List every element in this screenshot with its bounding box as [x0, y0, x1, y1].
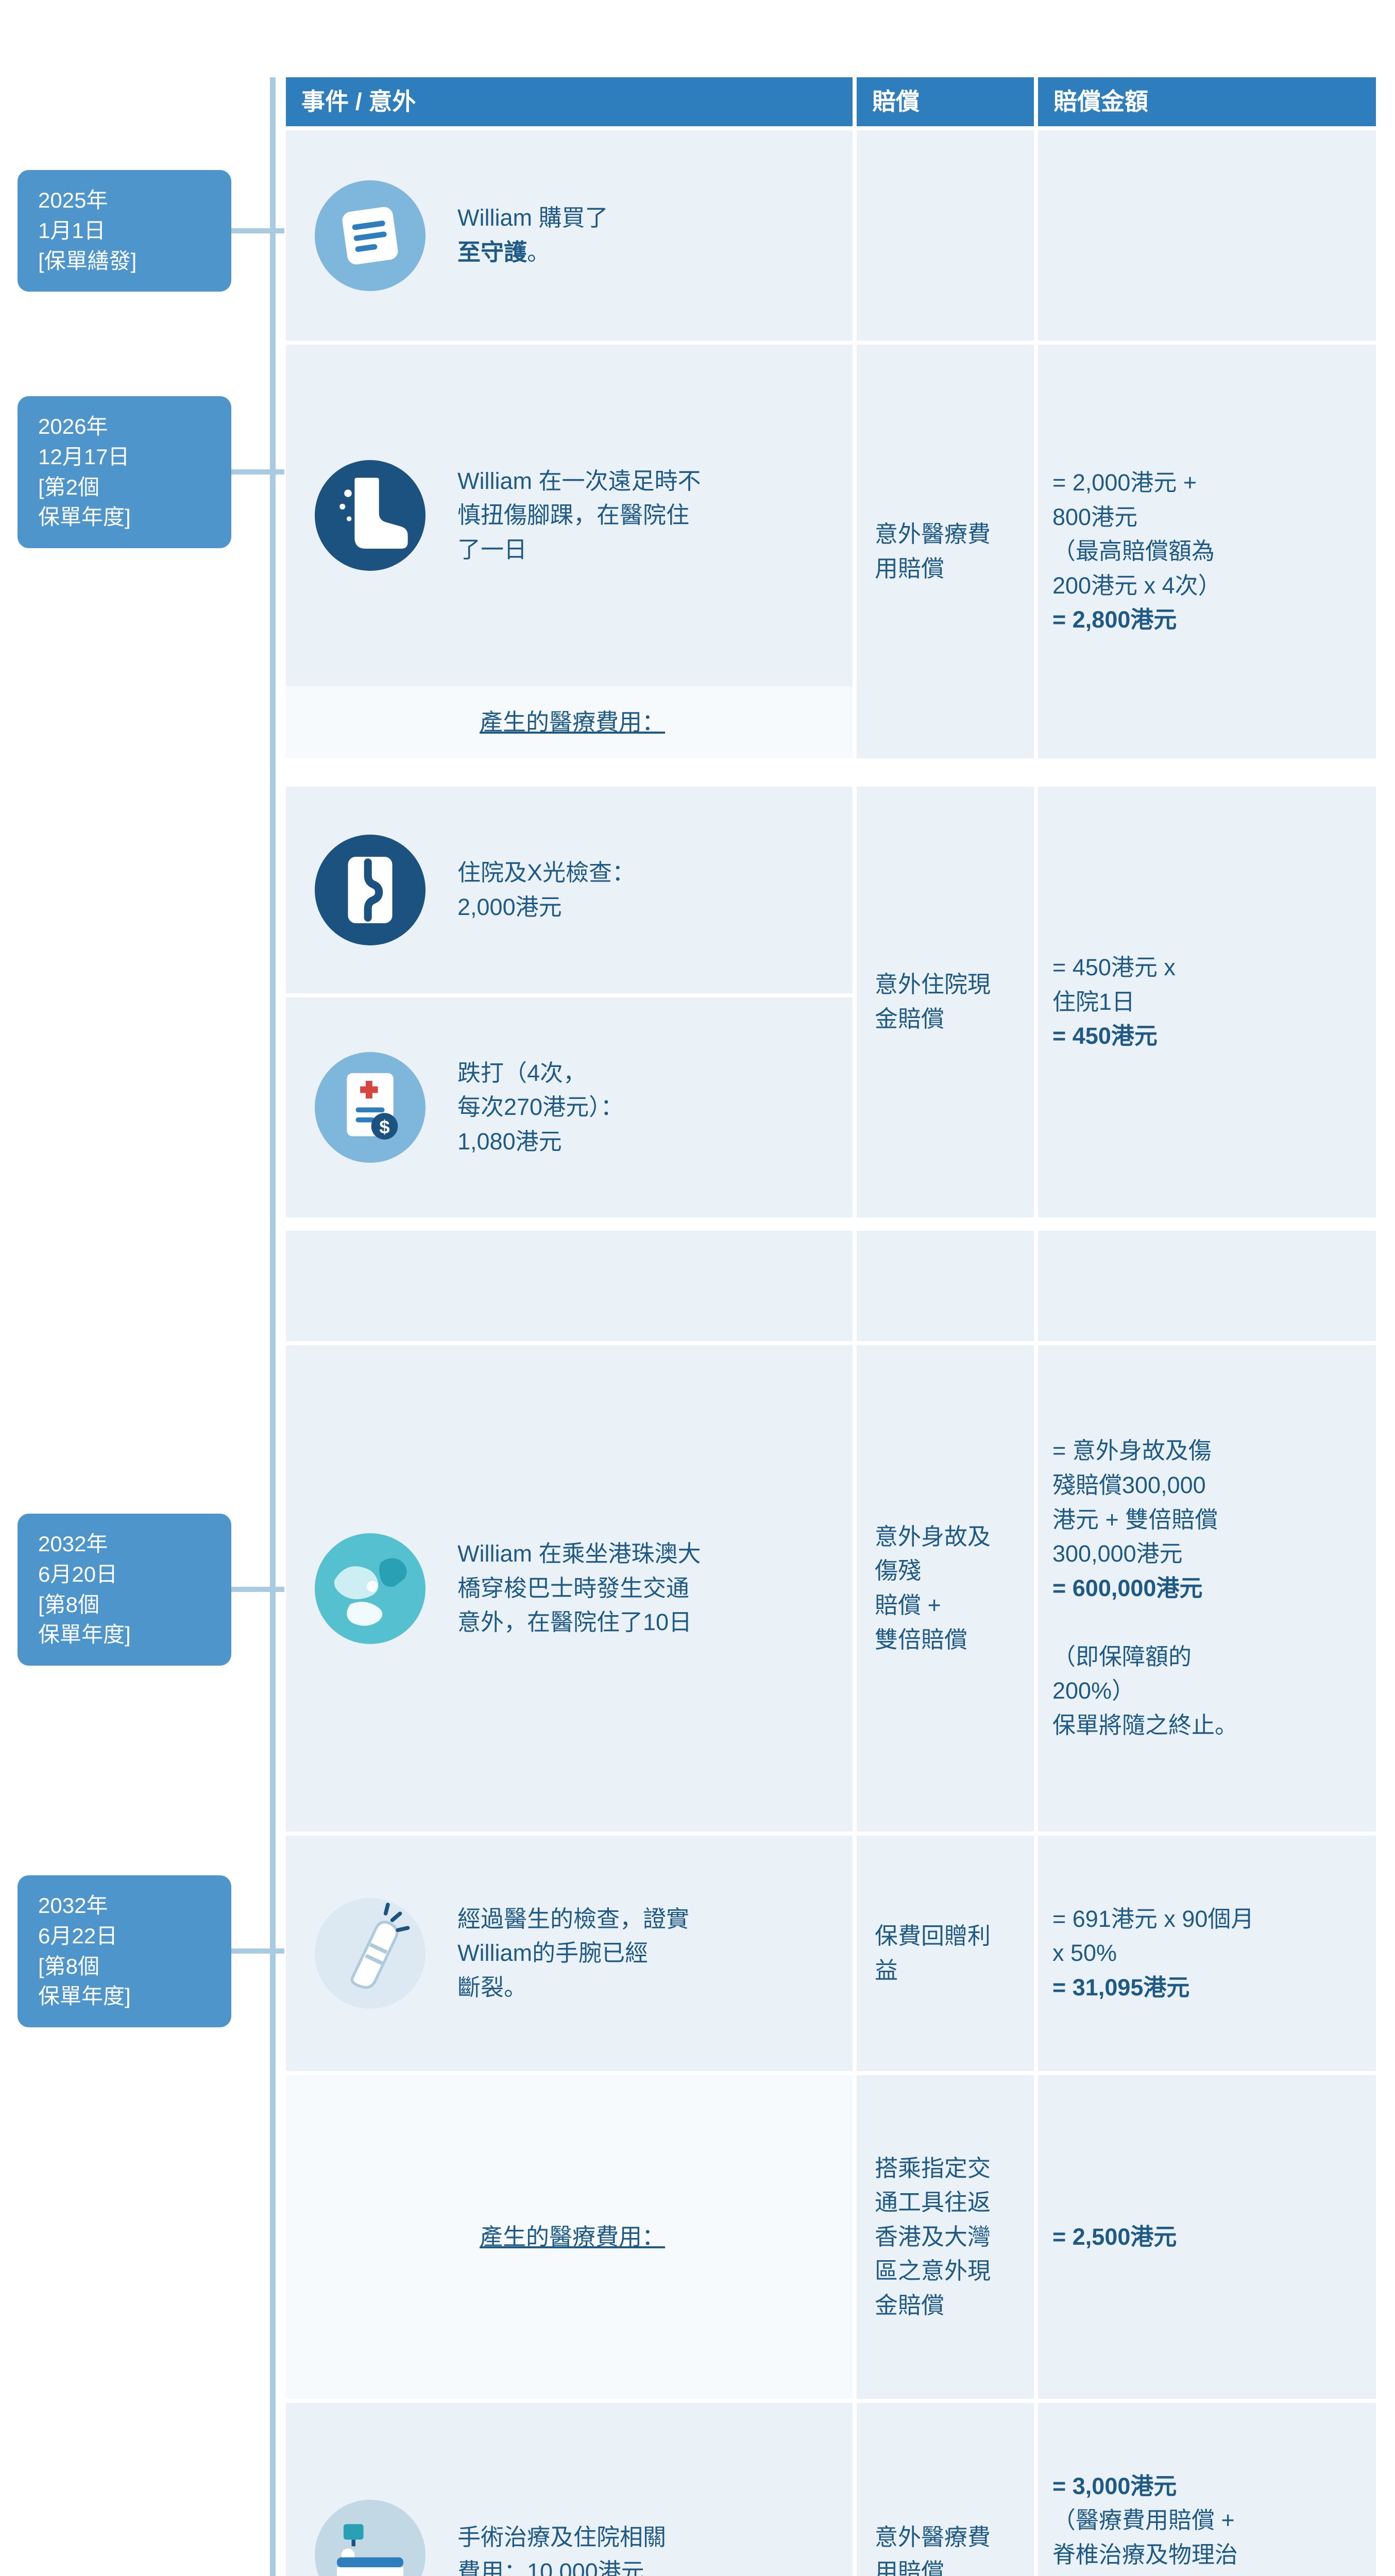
- purchase-event-text: William 購買了 至守護。: [457, 205, 608, 265]
- header-event-label: 事件 / 意外: [301, 88, 416, 115]
- wrist-event-text: 經過醫生的檢查，證實 William的手腕已經 斷裂。: [457, 1905, 690, 2001]
- timeline-connector-2: [227, 469, 284, 474]
- hiking-amount-text: = 2,000港元 + 800港元 （最高賠償額為 200港元 x 4次） = …: [1052, 469, 1221, 633]
- header-amount-column: 賠償金額: [1038, 77, 1376, 126]
- bus-accident-event-text: William 在乘坐港珠澳大 橋穿梭巴士時發生交通 意外，在醫院住了10日: [457, 1540, 701, 1636]
- hk-map-accident-icon: [315, 1533, 426, 1644]
- bus-accident-event-cell: William 在乘坐港珠澳大 橋穿梭巴士時發生交通 意外，在醫院住了10日: [286, 1345, 853, 1832]
- medical-bill-icon: $: [315, 1052, 426, 1163]
- bonesetter-event-cell: $ 跌打（4次， 每次270港元）： 1,080港元: [286, 997, 853, 1217]
- hiking-medical-cost-note-cell: 產生的醫療費用：: [286, 686, 853, 758]
- hiking-compensation-cell: 意外醫療費 用賠償: [857, 345, 1034, 758]
- hospital-cash-compensation-cell: 意外住院現 金賠償: [857, 787, 1034, 1217]
- wrist-event-cell: 經過醫生的檢查，證實 William的手腕已經 斷裂。: [286, 1836, 853, 2071]
- timeline-badge-policy-issue: 2025年 1月1日 [保單繕發]: [18, 170, 231, 292]
- surgery-compensation-cell: 意外醫療費 用賠償: [857, 2403, 1034, 2576]
- hiking-event-text: William 在一次遠足時不 慎扭傷腳踝，在醫院住 了一日: [457, 467, 701, 563]
- hospital-bed-icon: [315, 2499, 426, 2576]
- bus-accident-amount-cell: = 意外身故及傷 殘賠償300,000 港元 + 雙倍賠償 300,000港元 …: [1038, 1345, 1376, 1832]
- timeline-connector-4: [227, 1948, 284, 1954]
- sprained-ankle-icon: [315, 460, 426, 571]
- hospital-cash-amount-cell: = 450港元 x 住院1日 = 450港元: [1038, 787, 1376, 1217]
- hiking-medical-cost-note: 產生的醫療費用：: [480, 708, 666, 735]
- surgery-amount-cell: = 3,000港元 （醫療費用賠償 + 脊椎治療及物理治 療的最高賠償限 額）: [1038, 2403, 1376, 2576]
- wrist-compensation-label: 保費回贈利 益: [875, 1922, 991, 1984]
- hiking-compensation-label: 意外醫療費 用賠償: [875, 520, 991, 582]
- broken-wrist-cast-icon: [315, 1898, 426, 2009]
- surgery-event-cell: 手術治療及住院相關 費用：10,000港元: [286, 2403, 853, 2576]
- wrist-amount-cell: = 691港元 x 90個月 x 50% = 31,095港元: [1038, 1836, 1376, 2071]
- bus-accident-compensation-cell: 意外身故及 傷殘 賠償 + 雙倍賠償: [857, 1345, 1034, 1832]
- wrist-amount-text: = 691港元 x 90個月 x 50% = 31,095港元: [1052, 1905, 1254, 2001]
- purchase-amount-cell: [1038, 130, 1376, 341]
- hiking-amount-cell: = 2,000港元 + 800港元 （最高賠償額為 200港元 x 4次） = …: [1038, 345, 1376, 758]
- medical-cost-note2-cell: 產生的醫療費用：: [286, 2075, 853, 2399]
- header-event-column: 事件 / 意外: [286, 77, 853, 126]
- header-amount-label: 賠償金額: [1053, 88, 1148, 115]
- bus-accident-compensation-label: 意外身故及 傷殘 賠償 + 雙倍賠償: [875, 1523, 991, 1653]
- timeline-badge-year-8a: 2032年 6月20日 [第8個 保單年度]: [18, 1514, 231, 1666]
- header-compensation-column: 賠償: [857, 77, 1034, 126]
- timeline-badge-year-2: 2026年 12月17日 [第2個 保單年度]: [18, 396, 231, 549]
- medical-cost-note2: 產生的醫療費用：: [480, 2223, 666, 2250]
- header-compensation-label: 賠償: [872, 88, 920, 115]
- spacer-event-cell: [286, 1231, 853, 1341]
- surgery-amount-text: = 3,000港元 （醫療費用賠償 + 脊椎治療及物理治 療的最高賠償限 額）: [1052, 2472, 1238, 2576]
- timeline-badge-year-8b: 2032年 6月22日 [第8個 保單年度]: [18, 1875, 231, 2028]
- timeline-connector-3: [227, 1587, 284, 1592]
- spacer-amount-cell: [1038, 1231, 1376, 1341]
- bus-accident-amount-text: = 意外身故及傷 殘賠償300,000 港元 + 雙倍賠償 300,000港元 …: [1052, 1437, 1238, 1739]
- timeline-connector-1: [227, 228, 284, 233]
- hospital-cash-compensation-label: 意外住院現 金賠償: [875, 971, 991, 1032]
- transport-cash-compensation-label: 搭乘指定交 通工具往返 香港及大灣 區之意外現 金賠償: [875, 2155, 991, 2318]
- hiking-event-cell: William 在一次遠足時不 慎扭傷腳踝，在醫院住 了一日: [286, 345, 853, 686]
- xray-scan-icon: [315, 835, 426, 945]
- timeline-line: [270, 77, 276, 2576]
- wrist-compensation-cell: 保費回贈利 益: [857, 1836, 1034, 2071]
- bonesetter-event-text: 跌打（4次， 每次270港元）： 1,080港元: [457, 1059, 624, 1155]
- hospital-cash-amount-text: = 450港元 x 住院1日 = 450港元: [1052, 954, 1176, 1049]
- surgery-compensation-label: 意外醫療費 用賠償: [875, 2524, 991, 2576]
- transport-cash-compensation-cell: 搭乘指定交 通工具往返 香港及大灣 區之意外現 金賠償: [857, 2075, 1034, 2399]
- svg-text:$: $: [379, 1116, 389, 1138]
- purchase-event-cell: William 購買了 至守護。: [286, 130, 853, 341]
- xray-event-text: 住院及X光檢查： 2,000港元: [457, 859, 636, 920]
- transport-cash-amount-text: = 2,500港元: [1052, 2223, 1177, 2250]
- xray-event-cell: 住院及X光檢查： 2,000港元: [286, 787, 853, 993]
- surgery-event-text: 手術治療及住院相關 費用：10,000港元: [457, 2524, 667, 2576]
- purchase-compensation-cell: [857, 130, 1034, 341]
- policy-document-icon: [315, 180, 426, 291]
- transport-cash-amount-cell: = 2,500港元: [1038, 2075, 1376, 2399]
- spacer-compensation-cell: [857, 1231, 1034, 1341]
